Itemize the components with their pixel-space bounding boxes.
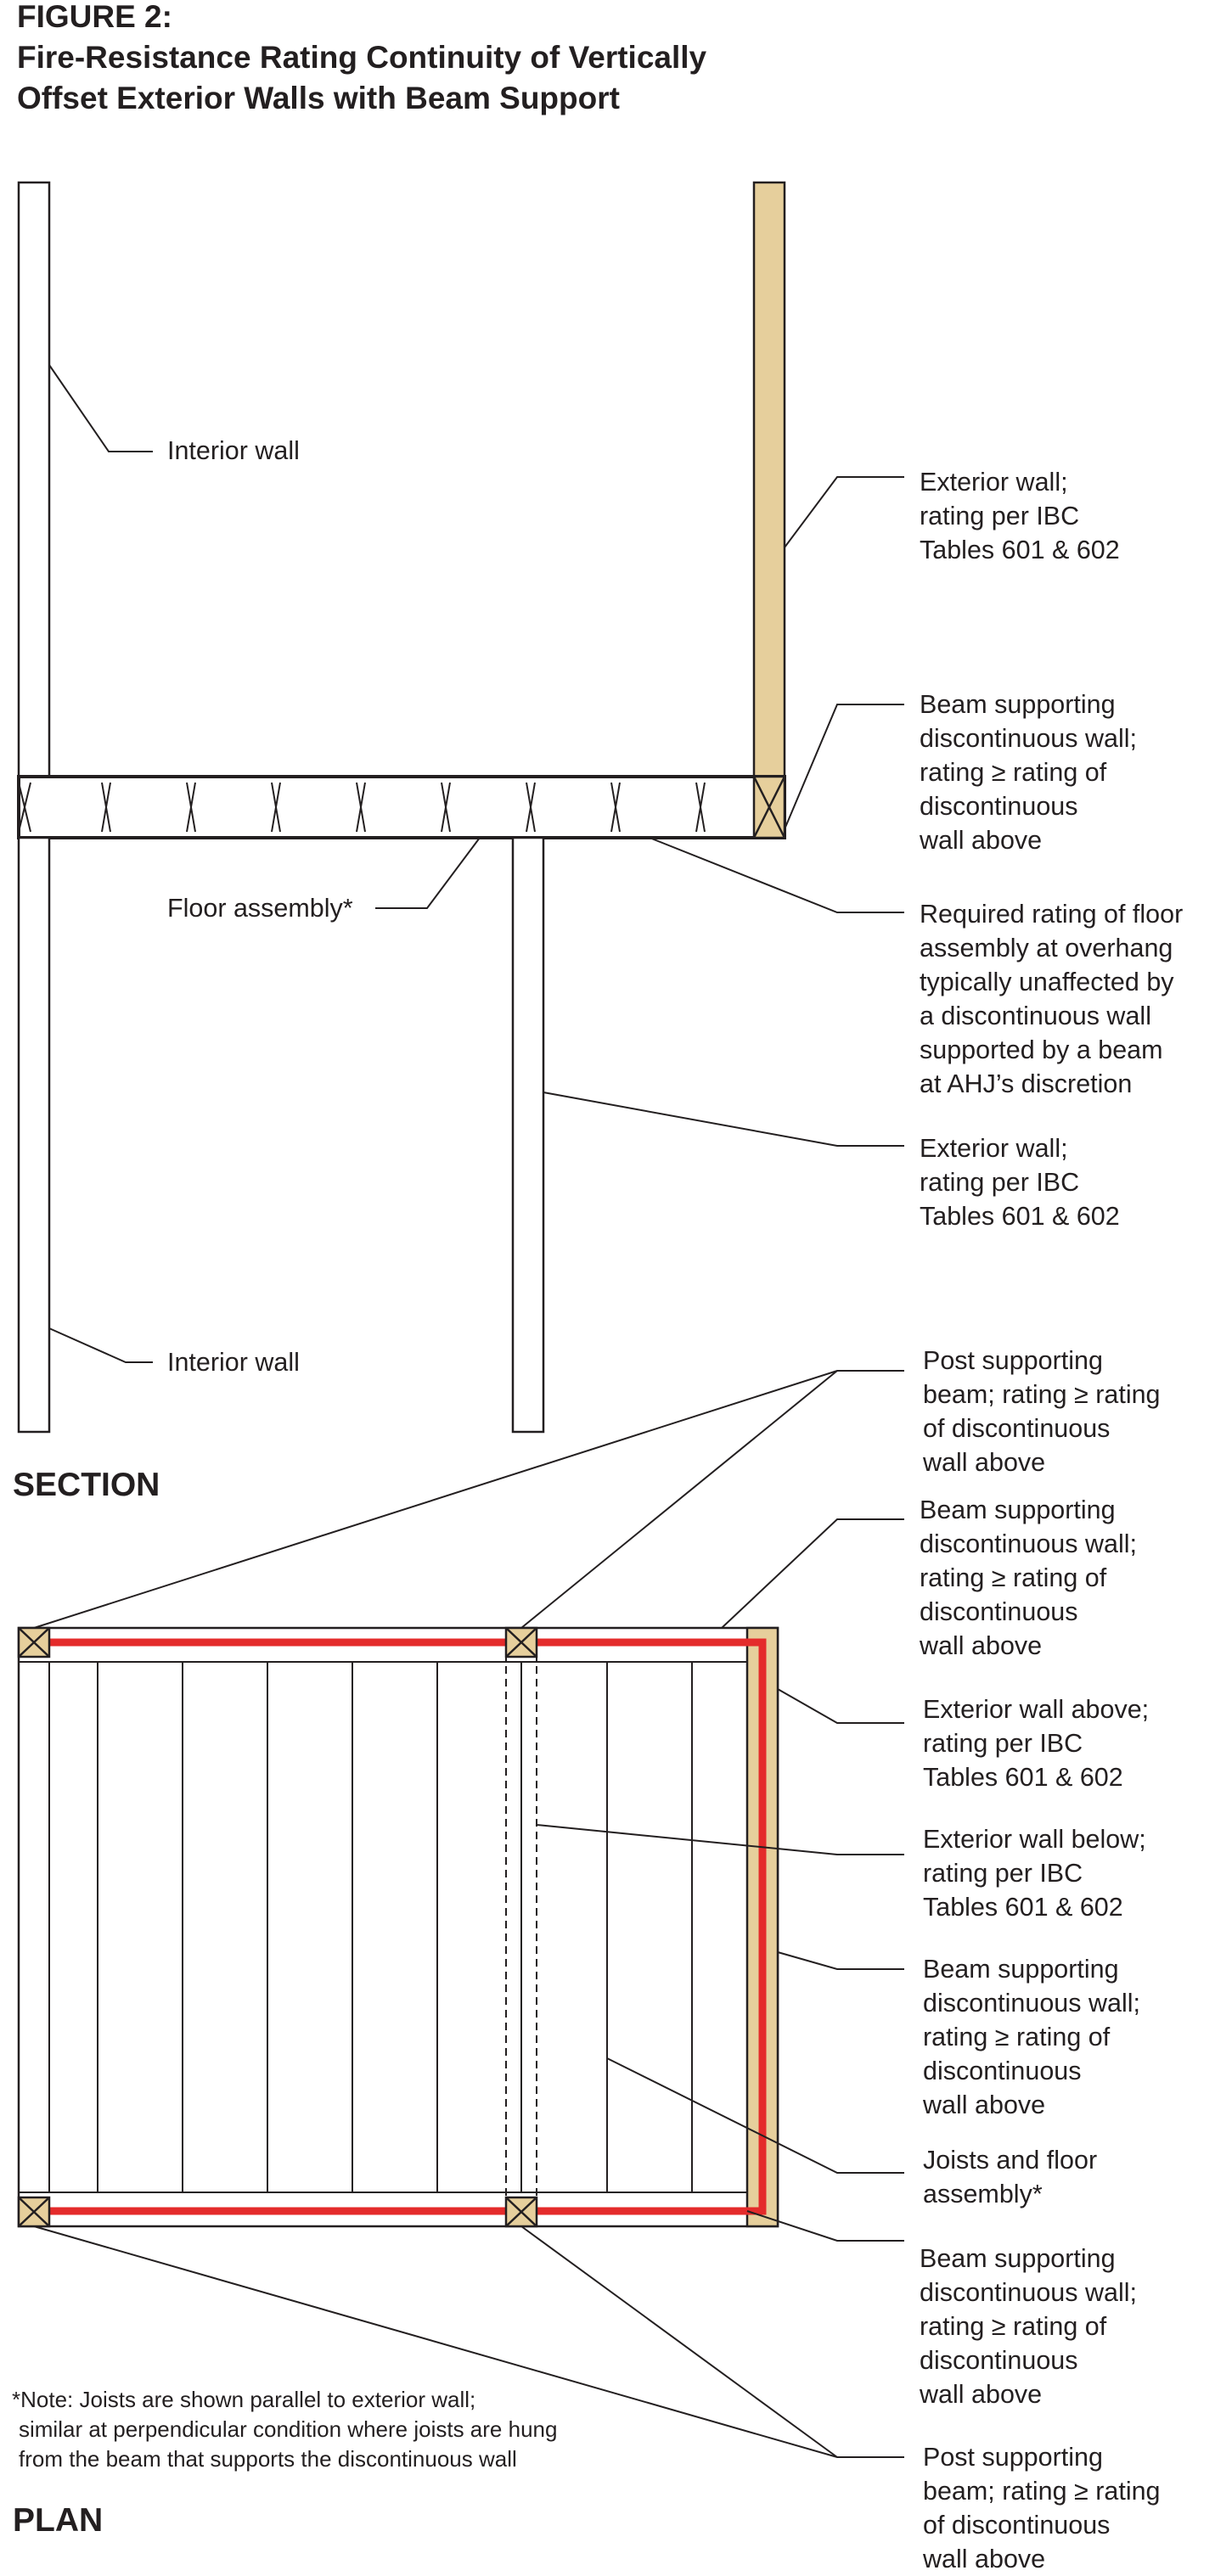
plan-heading: PLAN	[13, 2502, 103, 2539]
label-beam-bottom: Beam supporting discontinuous wall; rati…	[919, 2244, 1145, 2409]
label-exterior-wall-lower: Exterior wall; rating per IBC Tables 601…	[920, 1134, 1120, 1231]
plan-posts	[17, 1626, 538, 2228]
section-leaders	[48, 364, 904, 1363]
joist-marks	[18, 782, 706, 833]
label-exterior-wall-upper: Exterior wall; rating per IBC Tables 601…	[920, 468, 1120, 564]
plan-floor-outline	[17, 1626, 779, 2228]
label-post-top: Post supporting beam; rating ≥ rating of…	[922, 1346, 1167, 1477]
interior-wall-upper	[17, 181, 51, 778]
plan-rated-beams	[34, 1638, 767, 2215]
label-exterior-wall-above: Exterior wall above; rating per IBC Tabl…	[923, 1695, 1156, 1792]
label-interior-wall-lower: Interior wall	[167, 1348, 300, 1377]
plan-note: *Note: Joists are shown parallel to exte…	[12, 2387, 564, 2472]
label-interior-wall-upper: Interior wall	[167, 436, 300, 465]
label-exterior-wall-below: Exterior wall below; rating per IBC Tabl…	[923, 1825, 1153, 1922]
plan-leaders	[33, 1370, 904, 2458]
label-post-bottom: Post supporting beam; rating ≥ rating of…	[922, 2443, 1167, 2573]
section-drawing	[17, 181, 904, 1434]
floor-assembly	[17, 775, 786, 839]
plan-exterior-wall-below	[505, 1628, 537, 2226]
exterior-wall-lower	[511, 836, 545, 1434]
label-beam-right: Beam supporting discontinuous wall; rati…	[922, 1955, 1148, 2119]
label-joists: Joists and floor assembly*	[923, 2146, 1105, 2208]
plan-drawing	[17, 1370, 904, 2458]
figure-title-line-2: Offset Exterior Walls with Beam Support	[17, 81, 620, 115]
interior-wall-lower	[17, 836, 51, 1434]
label-floor-assembly: Floor assembly*	[167, 894, 353, 923]
figure-number: FIGURE 2:	[17, 0, 172, 34]
section-heading: SECTION	[13, 1467, 160, 1503]
label-beam-section: Beam supporting discontinuous wall; rati…	[919, 690, 1145, 855]
label-beam-top: Beam supporting discontinuous wall; rati…	[919, 1496, 1145, 1660]
figure-title-line-1: Fire-Resistance Rating Continuity of Ver…	[17, 40, 707, 75]
label-required-rating: Required rating of floor assembly at ove…	[920, 900, 1190, 1098]
exterior-wall-upper	[752, 181, 786, 778]
plan-joists	[97, 1662, 693, 2192]
